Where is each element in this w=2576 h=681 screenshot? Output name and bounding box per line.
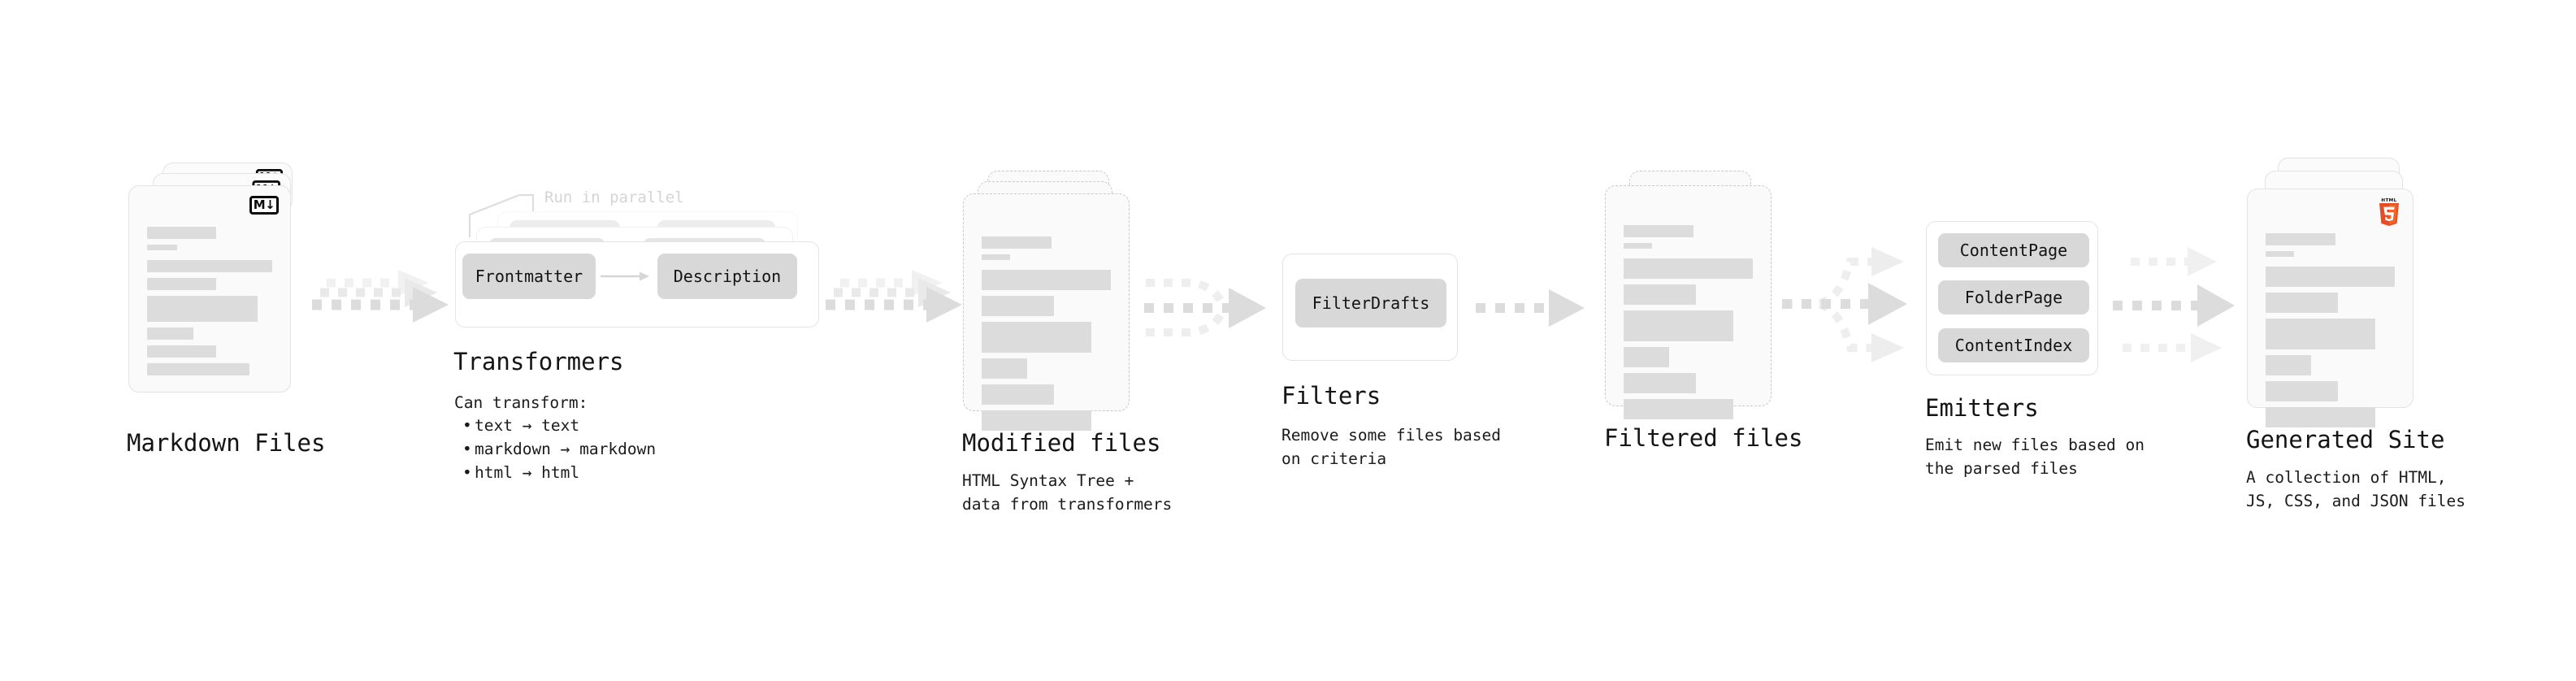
connector-emitters-to-site [2106,234,2253,380]
stage-emitters: ContentPage FolderPage ContentIndex Emit… [1925,221,2144,478]
bullet-item: text → text [461,414,656,438]
transformer-pill-frontmatter[interactable]: Frontmatter [462,254,596,299]
modified-files-subtitle: HTML Syntax Tree + data from transformer… [962,471,1173,514]
single-dashed-arrow-icon [1476,289,1585,327]
run-in-parallel-bracket-icon [468,193,535,237]
bullet-item: markdown → markdown [461,438,656,462]
stage-title-generated-site: Generated Site [2246,426,2445,453]
emitter-pill-contentindex[interactable]: ContentIndex [1938,328,2089,362]
filtered-card-front [1605,185,1772,419]
connector-filtered-to-emitters [1776,232,1930,379]
placeholder-content [982,236,1111,431]
markdown-file-stack: M↓ M↓ M↓ [128,163,307,423]
svg-text:HTML: HTML [2381,198,2396,203]
stage-filtered-files: Filtered files [1604,171,1802,451]
connector-transformers-to-modified [822,268,985,341]
emitter-pill-folderpage[interactable]: FolderPage [1938,280,2089,314]
stacked-dashed-arrow-icon [826,270,962,323]
modified-file-stack [963,171,1138,431]
stage-title-filtered-files: Filtered files [1604,424,1803,452]
placeholder-content [1624,225,1753,419]
filters-subtitle: Remove some files based on criteria [1281,426,1502,468]
stage-title-modified-files: Modified files [962,429,1161,457]
filter-pill-filterdrafts[interactable]: FilterDrafts [1295,279,1446,327]
bullet-item: html → html [461,462,656,485]
emitters-subtitle: Emit new files based on the parsed files [1925,436,2145,478]
site-card-front-html: HTML [2247,189,2413,427]
html5-icon: HTML [2379,198,2399,226]
markdown-card-front: M↓ [128,185,291,393]
arrow-icon [601,271,649,281]
connector-filters-to-filtered [1463,283,1601,335]
stage-modified-files: Modified files HTML Syntax Tree + data f… [962,171,1172,514]
stage-filters: FilterDrafts Filters Remove some files b… [1281,254,1501,468]
stage-title-emitters: Emitters [1925,394,2039,422]
split-dashed-arrow-icon [1782,247,1907,362]
stage-title-transformers: Transformers [453,348,624,375]
filters-box: FilterDrafts [1282,254,1458,361]
placeholder-content [2266,233,2395,427]
stacked-dashed-arrow-icon [312,270,449,323]
transformer-card-front: Frontmatter Description [455,241,819,327]
filtered-file-stack [1605,171,1780,423]
merge-dashed-arrow-icon [1144,279,1266,336]
transformers-bullet-list: text → text markdown → markdown html → h… [461,414,656,485]
placeholder-content [147,227,272,375]
markdown-icon: M↓ [249,196,279,215]
emitter-pill-contentpage[interactable]: ContentPage [1938,233,2089,267]
emitters-box: ContentPage FolderPage ContentIndex [1926,221,2098,375]
transformer-pill-description[interactable]: Description [657,254,797,299]
transformers-subtitle: Can transform: [454,393,588,412]
stage-title-markdown-files: Markdown Files [127,429,326,457]
connector-modified-to-filters [1130,257,1276,362]
run-in-parallel-label: Run in parallel [544,189,684,206]
modified-card-front [963,193,1130,431]
generated-site-subtitle: A collection of HTML, JS, CSS, and JSON … [2246,468,2466,510]
generated-site-stack: CSS HTML [2247,158,2434,427]
connector-md-to-transformers [309,268,471,341]
stage-markdown-files: M↓ M↓ M↓ Markdown Files [127,163,325,456]
stage-generated-site: CSS HTML [2246,158,2465,510]
parallel-dashed-arrow-icon [2113,247,2235,362]
stage-title-filters: Filters [1281,382,1381,410]
